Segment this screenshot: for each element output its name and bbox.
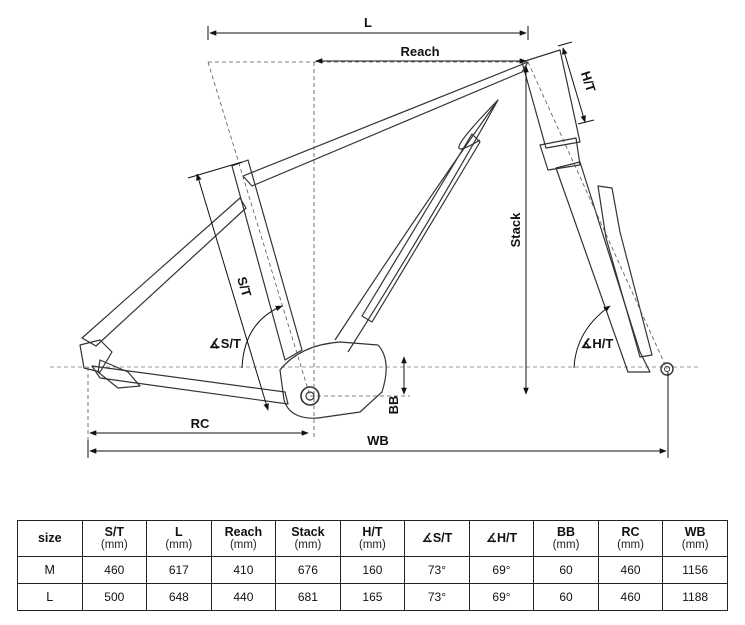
column-label: ∡H/T [485, 531, 518, 545]
column-label: WB [684, 524, 706, 539]
column-label: BB [556, 524, 576, 539]
label-reach: Reach [400, 44, 439, 59]
table-cell: 69° [468, 556, 535, 584]
table-cell: 500 [81, 583, 148, 611]
column-header: L(mm) [146, 520, 212, 557]
column-label: Stack [291, 524, 325, 539]
table-cell: 69° [468, 583, 535, 611]
table-cell: 1156 [662, 556, 728, 584]
column-label: H/T [362, 524, 383, 539]
fork-leg [555, 161, 651, 373]
column-unit: (mm) [681, 538, 709, 551]
fork-lower [597, 185, 653, 358]
column-label: RC [621, 524, 640, 539]
column-label: ∡S/T [421, 531, 453, 545]
size-cell: L [17, 583, 83, 611]
column-label: size [37, 531, 62, 545]
fork-steerer [539, 137, 581, 171]
column-header: Stack(mm) [275, 520, 341, 557]
seat-angle-arc [241, 305, 283, 369]
column-header: ∡S/T [404, 520, 470, 557]
column-header: BB(mm) [533, 520, 599, 557]
table-cell: 460 [597, 583, 664, 611]
column-label: S/T [104, 524, 125, 539]
dimension-st [196, 173, 269, 411]
table-cell: 681 [275, 583, 341, 611]
column-unit: (mm) [165, 538, 193, 551]
table-cell: 648 [146, 583, 212, 611]
head-tube [521, 49, 581, 149]
table-cell: 676 [275, 556, 341, 584]
bike-frame [79, 49, 653, 419]
label-wb: WB [367, 433, 389, 448]
column-unit: (mm) [229, 538, 257, 551]
column-header: RC(mm) [597, 520, 664, 557]
chain-stay [91, 365, 289, 405]
front-axle-inner [664, 366, 670, 372]
column-label: Reach [224, 524, 263, 539]
column-header: Reach(mm) [210, 520, 277, 557]
table-cell: 60 [533, 556, 599, 584]
table-cell: 460 [81, 556, 148, 584]
derailleur-hanger [97, 359, 141, 389]
column-unit: (mm) [617, 538, 644, 551]
construction-lines [87, 61, 668, 440]
column-unit: (mm) [552, 538, 580, 551]
column-unit: (mm) [294, 538, 322, 551]
table-cell: 460 [597, 556, 664, 584]
table-cell: 165 [339, 583, 406, 611]
table-cell: 73° [404, 556, 470, 584]
dimension-ht [562, 47, 586, 123]
front-axle [660, 362, 674, 376]
label-st-angle: ∡S/T [209, 336, 241, 351]
label-ht-angle: ∡H/T [581, 336, 614, 351]
column-header: S/T(mm) [81, 520, 148, 557]
dimension-lines [87, 26, 669, 458]
battery-slot [361, 133, 481, 323]
bike-geometry-diagram: L Reach H/T Stack S/T ∡S/T ∡H/T BB RC WB [50, 15, 700, 458]
label-ht: H/T [578, 69, 599, 94]
table-cell: 160 [339, 556, 406, 584]
seat-stay [81, 197, 247, 347]
label-stack: Stack [508, 212, 523, 247]
column-unit: (mm) [100, 538, 128, 551]
column-header: WB(mm) [662, 520, 728, 557]
table-cell: 1188 [662, 583, 728, 611]
column-header: size [17, 520, 83, 557]
column-header: ∡H/T [468, 520, 535, 557]
label-st: S/T [234, 275, 254, 299]
column-header: H/T(mm) [339, 520, 406, 557]
table-cell: 73° [404, 583, 470, 611]
down-tube-lower [458, 99, 499, 150]
size-cell: M [17, 556, 83, 584]
label-rc: RC [191, 416, 210, 431]
label-l: L [364, 15, 372, 30]
label-bb: BB [386, 396, 401, 415]
seat-tube [231, 159, 303, 361]
head-angle-arc [573, 305, 611, 369]
table-cell: 440 [210, 583, 277, 611]
motor-housing [279, 341, 387, 419]
table-cell: 617 [146, 556, 212, 584]
column-label: L [175, 524, 183, 539]
table-cell: 410 [210, 556, 277, 584]
table-cell: 60 [533, 583, 599, 611]
column-unit: (mm) [359, 538, 386, 551]
